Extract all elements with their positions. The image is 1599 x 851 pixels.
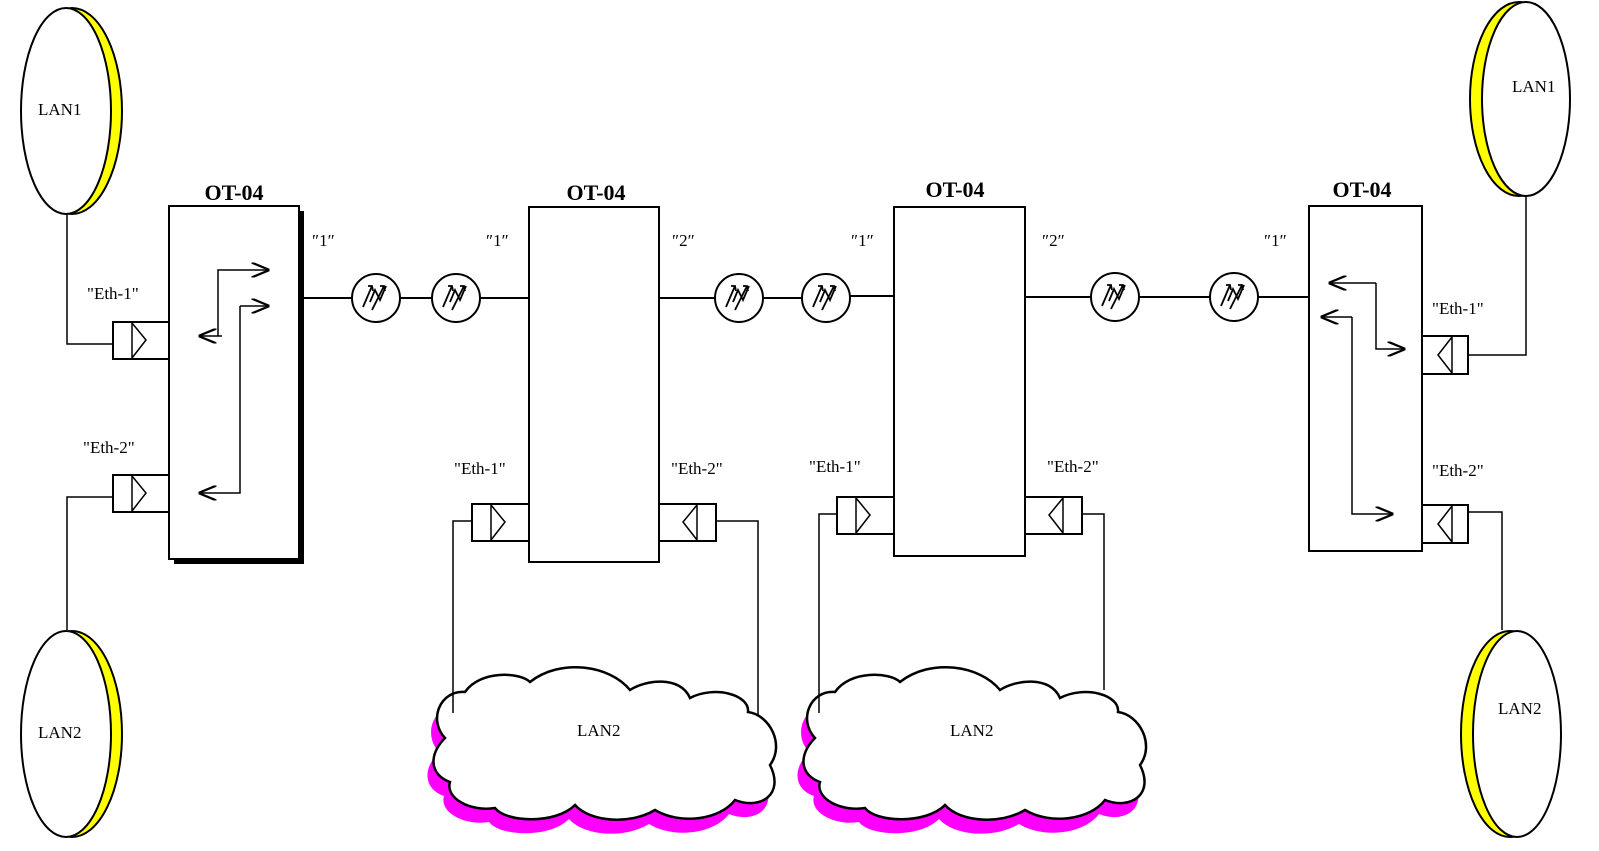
- lan1-disk-right: LAN1: [1469, 1, 1571, 197]
- wire-cloud1-eth2: [716, 520, 759, 716]
- optic-transceiver-icon: [714, 273, 764, 323]
- cloud-2-label: LAN2: [950, 721, 993, 740]
- optic-transceiver-icon: [1209, 272, 1259, 322]
- device-2-optic2-label: ″2″: [672, 231, 695, 250]
- device-3-eth1-label: "Eth-1": [809, 457, 861, 476]
- device-1-eth1-label: "Eth-1": [87, 284, 139, 303]
- wire-lan2-eth2-right: [1468, 511, 1503, 630]
- device-1-optic-label: ″1″: [312, 231, 335, 250]
- device-2-port-eth2: [658, 503, 717, 542]
- lan1-disk-left: LAN1: [20, 7, 123, 215]
- optic-transceiver-icon: [1090, 272, 1140, 322]
- cloud-1-label: LAN2: [577, 721, 620, 740]
- device-2: OT-04 "Eth-1" "Eth-2" ″1″ ″2″: [454, 180, 723, 563]
- device-4-optic-label: ″1″: [1264, 231, 1287, 250]
- lan2-label-left: LAN2: [38, 723, 81, 742]
- wire-cloud2-eth1: [818, 513, 837, 713]
- lan2-label-right: LAN2: [1498, 699, 1541, 718]
- device-1: OT-04 "Eth-1" "Eth-2" ″1″: [83, 180, 335, 564]
- wire-cloud2-eth2: [1082, 513, 1105, 690]
- device-1-port-eth2: [112, 474, 170, 513]
- device-2-title: OT-04: [566, 180, 625, 205]
- device-1-port-eth1: [112, 321, 170, 360]
- wire-lan1-eth1-left: [66, 214, 113, 345]
- wire-lan2-eth2-left: [66, 496, 113, 630]
- device-3-port-eth1: [836, 496, 895, 535]
- lan1-label-right: LAN1: [1512, 77, 1555, 96]
- lan2-disk-right: LAN2: [1460, 630, 1562, 838]
- optic-transceiver-icon: [351, 273, 401, 323]
- wire-lan1-eth1-right: [1468, 196, 1527, 356]
- optic-transceiver-icon: [431, 273, 481, 323]
- device-1-title: OT-04: [204, 180, 263, 205]
- device-4-port-eth1: [1421, 335, 1469, 375]
- lan2-disk-left: LAN2: [20, 630, 123, 838]
- optic-transceiver-icon: [801, 273, 851, 323]
- device-4-title: OT-04: [1332, 177, 1391, 202]
- device-3-eth2-label: "Eth-2": [1047, 457, 1099, 476]
- lan2-cloud-1: LAN2: [427, 666, 778, 834]
- lan1-label-left: LAN1: [38, 100, 81, 119]
- device-4-port-eth2: [1421, 504, 1469, 544]
- device-3-port-eth2: [1024, 496, 1083, 535]
- device-2-port-eth1: [471, 503, 530, 542]
- device-3-title: OT-04: [925, 177, 984, 202]
- wire-cloud1-eth1: [452, 520, 472, 713]
- device-1-eth2-label: "Eth-2": [83, 438, 135, 457]
- device-3-optic1-label: ″1″: [851, 231, 874, 250]
- optical-links: [299, 272, 1309, 323]
- device-4-eth2-label: "Eth-2": [1432, 461, 1484, 480]
- device-3-optic2-label: ″2″: [1042, 231, 1065, 250]
- device-2-eth1-label: "Eth-1": [454, 459, 506, 478]
- device-4: OT-04 "Eth-1" "Eth-2" ″1″: [1264, 177, 1484, 552]
- device-4-eth1-label: "Eth-1": [1432, 299, 1484, 318]
- device-2-optic1-label: ″1″: [486, 231, 509, 250]
- device-2-eth2-label: "Eth-2": [671, 459, 723, 478]
- device-3: OT-04 "Eth-1" "Eth-2" ″1″ ″2″: [809, 177, 1099, 557]
- lan2-cloud-2: LAN2: [797, 666, 1148, 834]
